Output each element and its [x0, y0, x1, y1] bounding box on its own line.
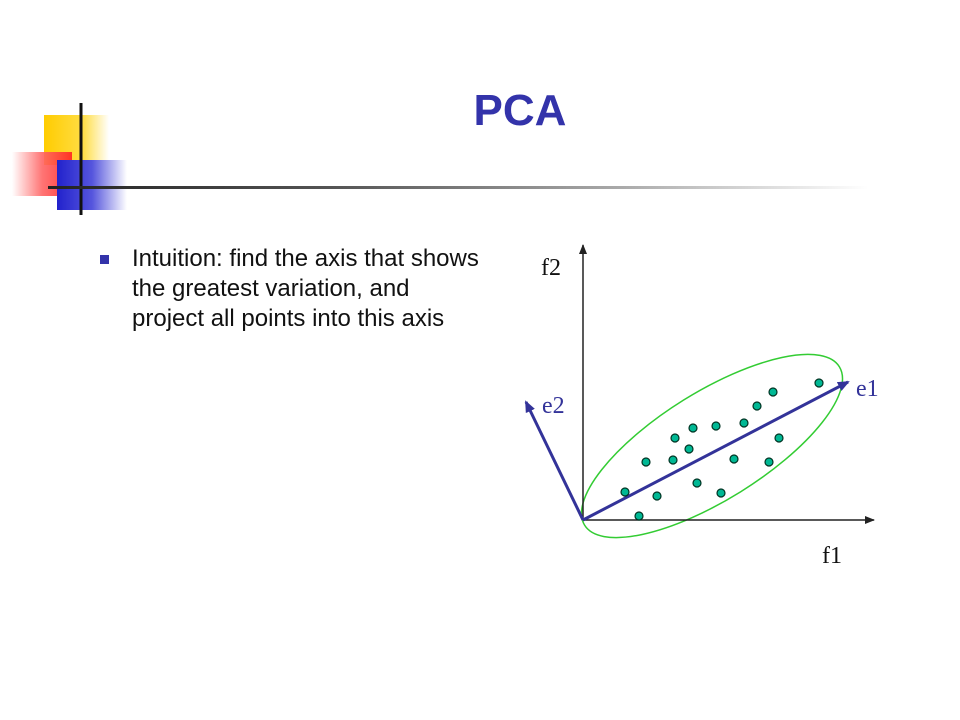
cluster-outline — [580, 353, 844, 539]
data-point — [814, 378, 824, 388]
data-point — [620, 487, 630, 497]
label-f1: f1 — [822, 543, 842, 569]
data-point — [739, 418, 749, 428]
title-underline — [48, 186, 868, 189]
blue-square — [57, 160, 127, 210]
data-point — [729, 454, 739, 464]
data-point — [752, 401, 762, 411]
data-point — [688, 423, 698, 433]
data-points — [620, 378, 824, 521]
axis-e1 — [582, 380, 850, 522]
data-point — [716, 488, 726, 498]
data-point — [764, 457, 774, 467]
bullet-square-icon — [100, 255, 109, 264]
corner-decoration — [12, 103, 127, 215]
slide-title: PCA — [473, 86, 567, 135]
data-point — [774, 433, 784, 443]
data-point — [668, 455, 678, 465]
data-point — [670, 433, 680, 443]
data-point — [768, 387, 778, 397]
data-point — [692, 478, 702, 488]
axis-e2 — [524, 400, 585, 521]
data-point — [684, 444, 694, 454]
label-e2: e2 — [542, 393, 565, 419]
label-f2: f2 — [541, 255, 561, 281]
data-point — [634, 511, 644, 521]
data-point — [711, 421, 721, 431]
bullet-text: Intuition: find the axis that shows the … — [132, 245, 479, 332]
data-point — [652, 491, 662, 501]
bullet-list: Intuition: find the axis that shows the … — [100, 244, 480, 334]
label-e1: e1 — [856, 376, 879, 402]
bullet-item: Intuition: find the axis that shows the … — [100, 244, 480, 334]
data-point — [641, 457, 651, 467]
